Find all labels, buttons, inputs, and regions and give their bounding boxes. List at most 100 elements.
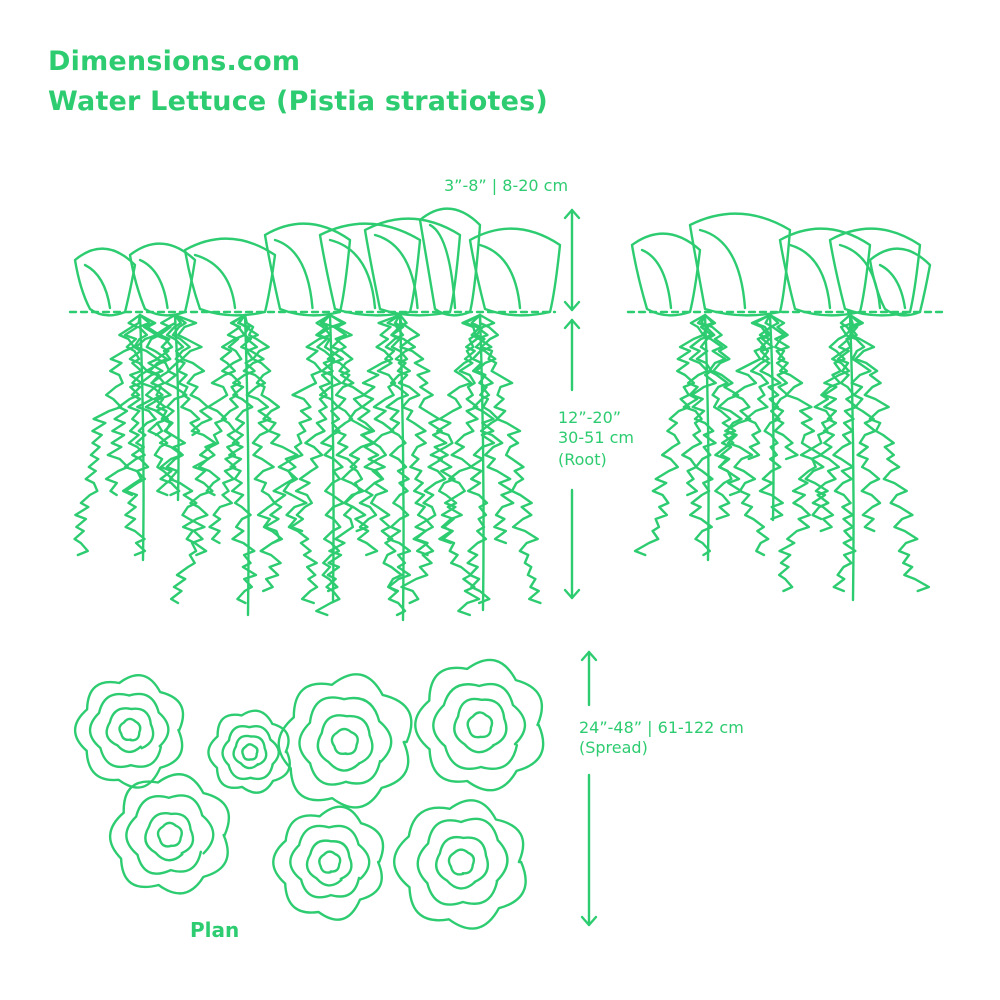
root-icon: [758, 313, 784, 521]
rosette-petal-icon: [156, 821, 183, 848]
leaf-vein-icon: [640, 248, 673, 310]
leaf-vein-icon: [878, 263, 907, 310]
rosette-petal-icon: [221, 724, 280, 781]
leaf-icon: [73, 247, 137, 317]
height-dimension-label: 3”-8” | 8-20 cm: [444, 176, 569, 195]
root-icon: [121, 313, 177, 497]
leaf-vein-icon: [373, 233, 419, 310]
root-icon: [848, 313, 931, 593]
root-icon: [474, 313, 515, 545]
rosette-petal-icon: [118, 717, 142, 742]
leaf-icon: [183, 237, 277, 317]
root-icon: [134, 313, 174, 497]
root-icon: [243, 313, 319, 605]
leaf-vein-icon: [788, 243, 832, 310]
leaf-icon: [778, 227, 872, 317]
rosette-petal-icon: [232, 734, 268, 770]
spread-arrow: [580, 650, 598, 927]
root-icon: [390, 313, 434, 557]
plan-rosettes: [73, 658, 545, 930]
root-icon: [744, 313, 774, 461]
rosette-petal-icon: [435, 836, 490, 890]
rosette-petal-icon: [416, 817, 509, 906]
root-stem-icon: [848, 313, 855, 602]
leaves-group: [73, 207, 932, 317]
rosette-petal-icon: [105, 707, 155, 754]
leaf-vein-icon: [478, 243, 522, 310]
root-stem-icon: [703, 313, 710, 562]
rosette-petal-icon: [393, 799, 527, 930]
root-icon: [400, 313, 482, 605]
rosette-petal-icon: [298, 696, 393, 786]
root-dimension-metric: 30-51 cm: [558, 428, 634, 447]
root-icon: [321, 313, 369, 533]
root-icon: [438, 313, 489, 545]
plan-label: Plan: [190, 918, 240, 942]
root-icon: [144, 313, 177, 437]
root-icon: [259, 313, 332, 593]
rosette-petal-icon: [453, 697, 508, 754]
leaf-icon: [418, 207, 482, 317]
leaf-vein-icon: [428, 223, 457, 310]
rosette-petal-icon: [88, 692, 170, 769]
root-dimension-caption: (Root): [558, 450, 607, 469]
spread-dimension-caption: (Spread): [579, 738, 648, 757]
root-stem-icon: [398, 313, 405, 622]
rosette-petal-icon: [207, 709, 291, 794]
leaf-icon: [868, 247, 932, 317]
leaf-icon: [263, 222, 352, 317]
leaf-vein-icon: [698, 228, 747, 310]
root-icon: [123, 313, 151, 557]
rosette-petal-icon: [305, 839, 353, 887]
root-icon: [688, 313, 717, 557]
spread-dimension-label: 24”-48” | 61-122 cm: [579, 718, 744, 737]
root-stem-icon: [243, 313, 250, 617]
leaf-vein-icon: [193, 253, 237, 310]
rosette-petal-icon: [466, 711, 494, 739]
root-icon: [73, 313, 142, 557]
rosette-petal-icon: [414, 658, 545, 792]
root-stem-icon: [768, 313, 775, 522]
leaf-icon: [828, 227, 922, 317]
rosette-petal-icon: [330, 727, 359, 756]
root-icon: [478, 313, 542, 605]
root-icon: [158, 313, 188, 497]
leaf-icon: [630, 232, 702, 317]
root-icon: [768, 313, 830, 521]
leaf-icon: [468, 227, 562, 317]
rosette-petal-icon: [289, 824, 371, 899]
leaf-vein-icon: [83, 263, 112, 310]
rosette-petal-icon: [318, 850, 342, 874]
roots-group: [73, 313, 931, 622]
root-icon: [328, 313, 403, 593]
root-icon: [633, 313, 707, 557]
rosette-petal-icon: [125, 794, 215, 875]
leaf-vein-icon: [273, 238, 314, 310]
root-icon: [811, 313, 855, 533]
root-icon: [169, 313, 247, 605]
leaf-icon: [688, 212, 792, 317]
leaf-icon: [128, 242, 197, 317]
root-icon: [844, 313, 882, 533]
root-icon: [714, 313, 772, 521]
brand-title: Dimensions.com: [48, 46, 301, 77]
root-dimension-imperial: 12”-20”: [558, 408, 622, 427]
root-arrow: [563, 318, 581, 600]
root-stem-icon: [173, 313, 180, 502]
rosette-petal-icon: [277, 673, 413, 809]
rosette-petal-icon: [144, 812, 195, 862]
page-title: Water Lettuce (Pistia stratiotes): [48, 86, 548, 117]
root-icon: [700, 313, 770, 557]
rosette-petal-icon: [432, 682, 527, 770]
rosette-petal-icon: [316, 714, 374, 772]
rosette-petal-icon: [73, 674, 185, 789]
root-icon: [398, 313, 481, 617]
root-icon: [832, 313, 861, 593]
root-stem-icon: [478, 313, 485, 612]
leaf-vein-icon: [138, 258, 169, 310]
root-icon: [315, 313, 402, 617]
root-icon: [764, 313, 799, 461]
rosette-petal-icon: [241, 743, 259, 761]
rosette-petal-icon: [447, 848, 476, 876]
